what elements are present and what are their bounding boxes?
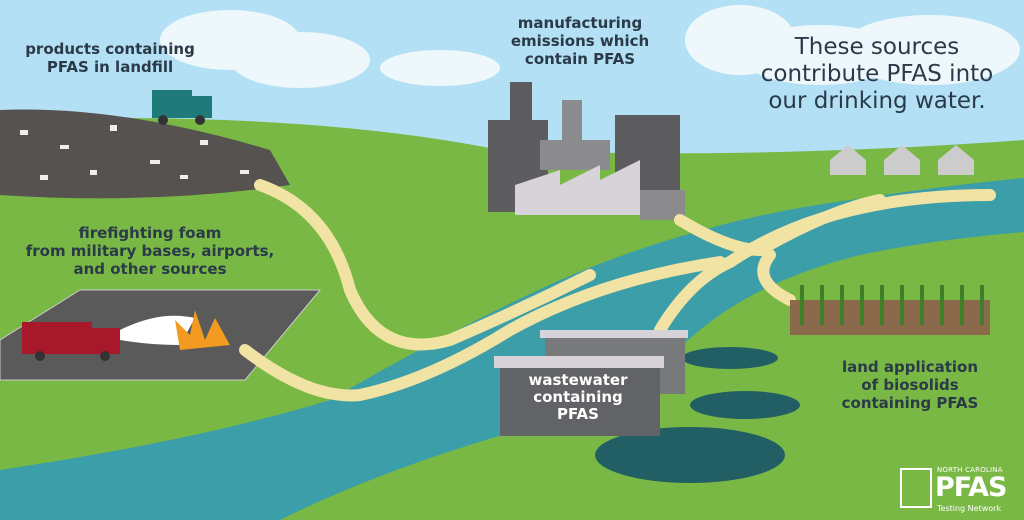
fire-icon	[175, 310, 230, 350]
treatment-plant	[494, 330, 800, 483]
factory	[488, 82, 685, 220]
fire-truck-icon	[22, 322, 120, 361]
landfill-debris	[20, 125, 249, 180]
logo-mark-icon	[900, 468, 932, 508]
pfas-flow-arrows	[239, 179, 996, 402]
landfill	[0, 109, 290, 199]
clouds	[160, 5, 1020, 88]
nc-pfas-logo: NORTH CAROLINA PFAS Testing Network	[900, 466, 1018, 514]
dump-truck-icon	[152, 90, 212, 125]
crops	[790, 285, 990, 335]
houses	[830, 145, 974, 175]
